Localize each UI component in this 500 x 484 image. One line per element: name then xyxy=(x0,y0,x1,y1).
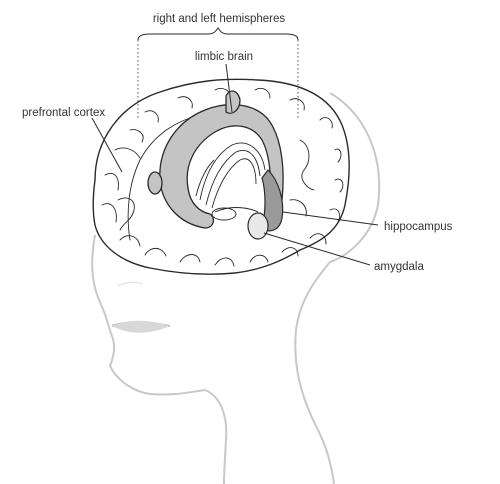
prefrontal-cortex-label: prefrontal cortex xyxy=(22,107,105,119)
fornix-line-2 xyxy=(205,150,261,206)
brain-outline xyxy=(92,78,350,275)
head-silhouette xyxy=(91,92,381,484)
face-profile-outline xyxy=(91,234,228,484)
amygdala-leader-line xyxy=(263,232,371,266)
amygdala-label: amygdala xyxy=(374,261,424,273)
olfactory-bulb xyxy=(147,171,163,195)
hemispheres-label: right and left hemispheres xyxy=(153,13,286,25)
limbic-top-notch xyxy=(225,90,241,114)
chin-detail xyxy=(117,281,143,287)
fornix-line-3 xyxy=(211,158,257,209)
hemispheres-bracket xyxy=(137,27,299,118)
fornix-line-5 xyxy=(214,207,259,213)
hippocampus-leader-line xyxy=(282,211,379,226)
mammillary-loop xyxy=(211,207,237,221)
hippocampus-shape xyxy=(261,169,284,232)
prefrontal-leader-line xyxy=(91,117,123,173)
hippocampus-label: hippocampus xyxy=(384,221,453,233)
amygdala-shape xyxy=(247,212,269,240)
fornix-line-4 xyxy=(195,159,215,197)
brain xyxy=(92,78,350,275)
head-back-outline xyxy=(294,92,381,484)
fornix-line-1 xyxy=(199,142,266,201)
frontal-lobe-boundary xyxy=(127,117,191,241)
limbic-brain-label: limbic brain xyxy=(195,51,253,63)
lips-shape xyxy=(112,320,170,333)
limbic-leader-line xyxy=(225,63,233,113)
